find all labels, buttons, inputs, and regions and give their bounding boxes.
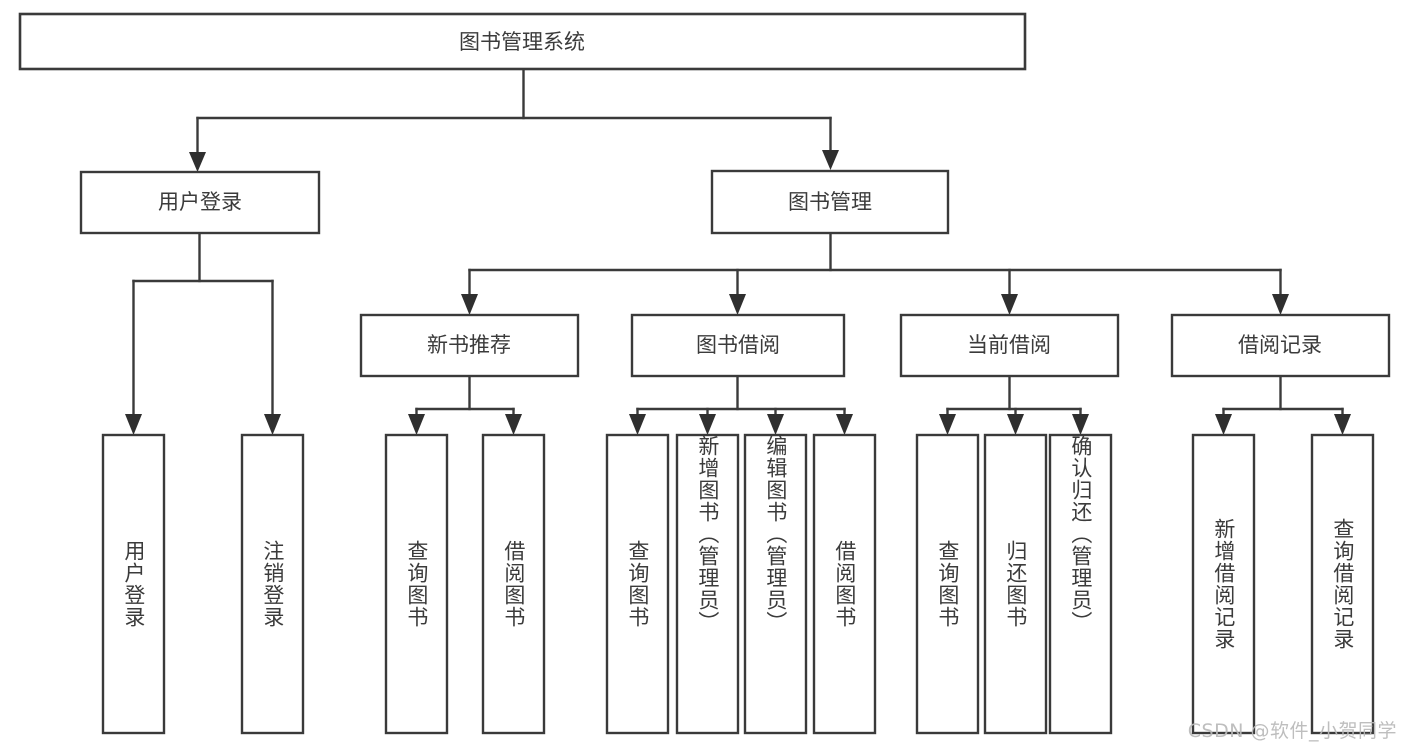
node-book-borrow-box[interactable] [630, 313, 846, 378]
node-new-book-label: 新书推荐 [427, 333, 511, 357]
node-root-box[interactable] [18, 12, 1027, 71]
node-book-borrow-label: 图书借阅 [696, 333, 780, 357]
connector-group-current-borrow [939, 374, 1089, 435]
arrowhead-borrow-record [1272, 294, 1289, 315]
leaf-box-cb-return-book[interactable] [983, 433, 1048, 735]
leaf-box-cb-confirm-return[interactable] [1048, 433, 1113, 735]
node-current-borrow-label: 当前借阅 [967, 333, 1051, 357]
node-borrow-record-box[interactable] [1170, 313, 1391, 378]
arrowhead-book-borrow [729, 294, 746, 315]
connector-group-book-borrow [629, 374, 853, 435]
node-borrow-record-label: 借阅记录 [1238, 333, 1322, 357]
leaf-box-br-query-record[interactable] [1310, 433, 1375, 735]
node-book-mgmt-label: 图书管理 [788, 190, 872, 214]
arrowhead-leaf-user-login [125, 414, 142, 435]
connector-group-root [189, 67, 839, 172]
arrowhead-bb-leaf-3 [767, 414, 784, 435]
arrowhead-bb-leaf-4 [836, 414, 853, 435]
arrowhead-leaf-logout [264, 414, 281, 435]
leaf-box-user-login[interactable] [101, 433, 166, 735]
arrowhead-bb-leaf-1 [629, 414, 646, 435]
leaf-box-logout[interactable] [240, 433, 305, 735]
node-new-book-box[interactable] [359, 313, 580, 378]
node-root-label: 图书管理系统 [459, 30, 585, 54]
node-book-mgmt-box[interactable] [710, 169, 950, 235]
leaf-box-bb-add-book[interactable] [675, 433, 740, 735]
arrowhead-user-login [189, 152, 206, 172]
leaf-box-bb-borrow-book[interactable] [812, 433, 877, 735]
connector-group-new-book [408, 374, 522, 435]
node-user-login-label: 用户登录 [158, 190, 242, 214]
node-user-login-box[interactable] [79, 170, 321, 235]
leaf-box-bb-query-book[interactable] [605, 433, 670, 735]
leaf-box-nb-query-book[interactable] [384, 433, 449, 735]
arrowhead-nb-leaf-1 [408, 414, 425, 435]
arrowhead-br-leaf-2 [1334, 414, 1351, 435]
arrowhead-new-book [461, 294, 478, 315]
arrowhead-book-mgmt [822, 150, 839, 170]
arrowhead-cb-leaf-2 [1007, 414, 1024, 435]
connector-group-borrow-record [1215, 374, 1351, 435]
leaf-box-br-add-record[interactable] [1191, 433, 1256, 735]
leaf-box-nb-borrow-book[interactable] [481, 433, 546, 735]
leaf-box-bb-edit-book[interactable] [743, 433, 808, 735]
node-current-borrow-box[interactable] [899, 313, 1120, 378]
arrowhead-bb-leaf-2 [699, 414, 716, 435]
arrowhead-br-leaf-1 [1215, 414, 1232, 435]
connector-group-user-login [125, 231, 281, 435]
leaf-box-cb-query-book[interactable] [915, 433, 980, 735]
connector-group-book-mgmt [461, 232, 1289, 315]
arrowhead-current-borrow [1001, 294, 1018, 315]
arrowhead-nb-leaf-2 [505, 414, 522, 435]
watermark-text: CSDN @软件_小贺同学 [1187, 720, 1397, 742]
arrowhead-cb-leaf-1 [939, 414, 956, 435]
arrowhead-cb-leaf-3 [1072, 414, 1089, 435]
